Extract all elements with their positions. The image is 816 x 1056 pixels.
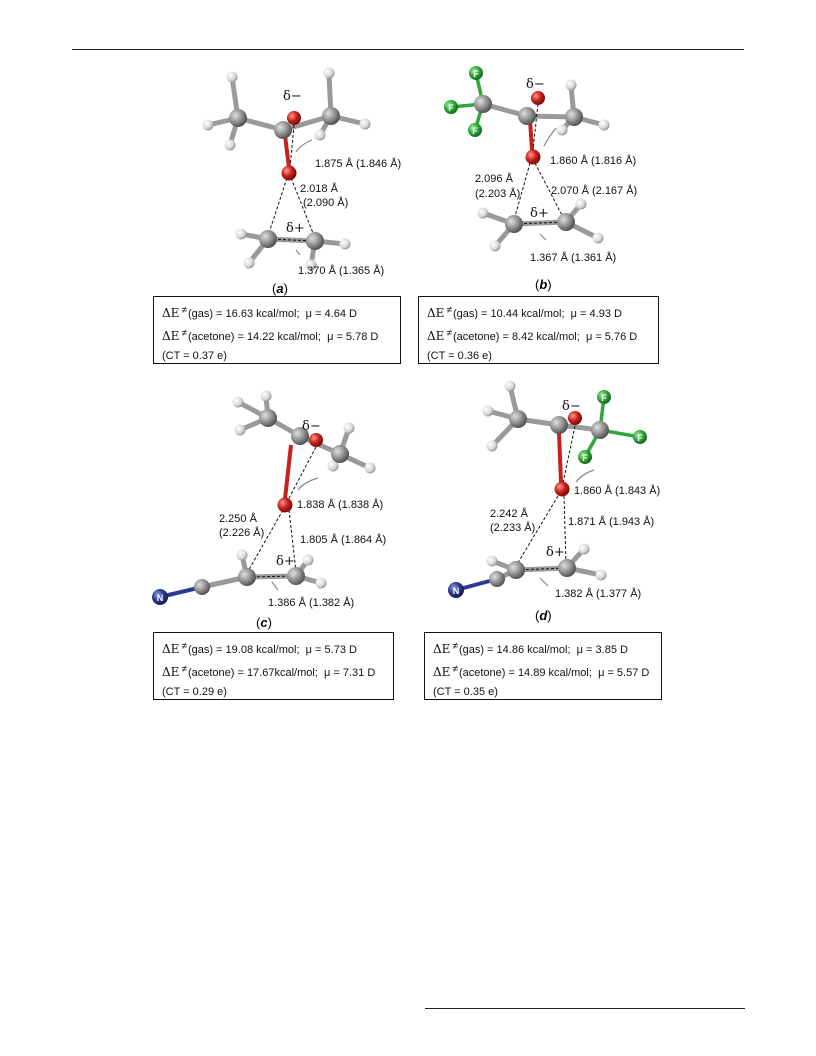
- panel-c-dist-1: 2.250 Å: [219, 512, 258, 525]
- panel-b-dist-3: 2.070 Å (2.167 Å): [551, 184, 637, 197]
- panel-b-dist-2: (2.203 Å): [475, 187, 520, 200]
- panel-b-label: (b): [535, 277, 552, 292]
- panel-d-arrow: [575, 469, 595, 483]
- svg-text:F: F: [637, 433, 643, 443]
- panel-d-dist-2: (2.233 Å): [490, 521, 535, 534]
- panel-d-dist-3: 1.871 Å (1.943 Å): [568, 515, 654, 528]
- panel-a-atoms: [202, 67, 371, 271]
- panel-b-dist-4: 1.367 Å (1.361 Å): [530, 251, 616, 264]
- panel-b-arrow: [543, 127, 557, 147]
- charge-transfer: (CT = 0.29 e): [162, 686, 227, 698]
- panel-a-arrow2: [295, 249, 301, 256]
- panel-d-delta-minus: δ−: [562, 399, 581, 414]
- panel-b-arrow2: [539, 233, 547, 241]
- panel-c-dist-2: (2.226 Å): [219, 526, 264, 539]
- energy-line-acetone: ΔE≠(acetone) = 17.67kcal/mol; μ = 7.31 D: [162, 664, 376, 679]
- charge-transfer: (CT = 0.36 e): [427, 350, 492, 362]
- energy-line-gas: ΔE≠(gas) = 16.63 kcal/mol; μ = 4.64 D: [162, 305, 357, 320]
- svg-text:N: N: [453, 586, 460, 596]
- panel-b-co-bond: [528, 119, 534, 151]
- svg-text:F: F: [473, 69, 479, 79]
- panel-b-atoms: [474, 79, 610, 252]
- panel-d-delta-plus: δ+: [546, 545, 565, 560]
- panel-d: N F F F δ− δ+ 1.860 Å (1.843 Å) 2.242 Å …: [448, 380, 660, 623]
- panel-d-fluorine-atoms: F F F: [578, 390, 647, 464]
- panel-b-fluorine-atoms: F F F: [444, 66, 483, 137]
- panel-c-arrow2: [271, 581, 279, 591]
- panel-a-delta-minus: δ−: [283, 89, 302, 104]
- panel-d-dist-0: 1.860 Å (1.843 Å): [574, 484, 660, 497]
- panel-c-dist-3: 1.805 Å (1.864 Å): [300, 533, 386, 546]
- panel-a: δ− δ+ 1.875 Å (1.846 Å) 2.018 Å (2.090 Å…: [202, 67, 401, 296]
- panel-b: F F F δ− δ+ 1.860 Å (1.816 Å) 2.096 Å (2…: [444, 66, 637, 292]
- panel-c-dist-4: 1.386 Å (1.382 Å): [268, 596, 354, 609]
- charge-transfer: (CT = 0.35 e): [433, 686, 498, 698]
- energy-line-gas: ΔE≠(gas) = 10.44 kcal/mol; μ = 4.93 D: [427, 305, 622, 320]
- svg-text:F: F: [601, 393, 607, 403]
- panel-d-dist-4: 1.382 Å (1.377 Å): [555, 587, 641, 600]
- panel-a-dist-0: 1.875 Å (1.846 Å): [315, 157, 401, 170]
- panel-a-dist-2: (2.090 Å): [303, 196, 348, 209]
- panel-b-delta-plus: δ+: [530, 206, 549, 221]
- energy-line-acetone: ΔE≠(acetone) = 14.22 kcal/mol; μ = 5.78 …: [162, 328, 379, 343]
- svg-text:F: F: [582, 453, 588, 463]
- panel-a-arrow: [295, 139, 313, 153]
- energy-line-acetone: ΔE≠(acetone) = 8.42 kcal/mol; μ = 5.76 D: [427, 328, 638, 343]
- panel-c-delta-plus: δ+: [276, 554, 295, 569]
- top-rule: [72, 49, 744, 50]
- panel-a-label: (a): [272, 281, 288, 296]
- panel-c-dist-0: 1.838 Å (1.838 Å): [297, 498, 383, 511]
- panel-d-co-bond: [557, 432, 563, 483]
- panel-d-arrow2: [539, 577, 549, 587]
- energy-line-gas: ΔE≠(gas) = 19.08 kcal/mol; μ = 5.73 D: [162, 641, 357, 656]
- svg-text:N: N: [157, 593, 164, 603]
- panel-c-delta-minus: δ−: [302, 419, 321, 434]
- energy-box-c: ΔE≠(gas) = 19.08 kcal/mol; μ = 5.73 D ΔE…: [153, 632, 394, 700]
- energy-line-gas: ΔE≠(gas) = 14.86 kcal/mol; μ = 3.85 D: [433, 641, 628, 656]
- panel-c-label: (c): [256, 615, 272, 630]
- panel-a-co-bond: [283, 134, 291, 169]
- charge-transfer: (CT = 0.37 e): [162, 350, 227, 362]
- panel-c-co-bond: [283, 444, 293, 500]
- panel-d-label: (d): [535, 608, 552, 623]
- panel-c: N δ− δ+ 1.838 Å (1.838 Å) 2.250 Å (2.226…: [152, 390, 386, 630]
- svg-text:F: F: [448, 103, 454, 113]
- energy-box-a: ΔE≠(gas) = 16.63 kcal/mol; μ = 4.64 D ΔE…: [153, 296, 401, 364]
- panel-d-atoms: N: [448, 380, 609, 598]
- panel-c-atoms: N: [152, 390, 376, 605]
- panel-a-dist-3: 1.370 Å (1.365 Å): [298, 264, 384, 277]
- panel-d-dist-1: 2.242 Å: [490, 507, 529, 520]
- energy-box-d: ΔE≠(gas) = 14.86 kcal/mol; μ = 3.85 D ΔE…: [424, 632, 662, 700]
- panel-b-dist-0: 1.860 Å (1.816 Å): [550, 154, 636, 167]
- panel-a-dist-1: 2.018 Å: [300, 182, 339, 195]
- footnote-rule: [425, 1008, 745, 1009]
- panel-b-delta-minus: δ−: [526, 77, 545, 92]
- panel-a-delta-plus: δ+: [286, 221, 305, 236]
- panel-c-arrow: [297, 477, 319, 491]
- panel-b-dashes: [513, 103, 567, 225]
- energy-box-b: ΔE≠(gas) = 10.44 kcal/mol; μ = 4.93 D ΔE…: [418, 296, 659, 364]
- panel-b-dist-1: 2.096 Å: [475, 172, 514, 185]
- energy-line-acetone: ΔE≠(acetone) = 14.89 kcal/mol; μ = 5.57 …: [433, 664, 650, 679]
- svg-text:F: F: [472, 126, 478, 136]
